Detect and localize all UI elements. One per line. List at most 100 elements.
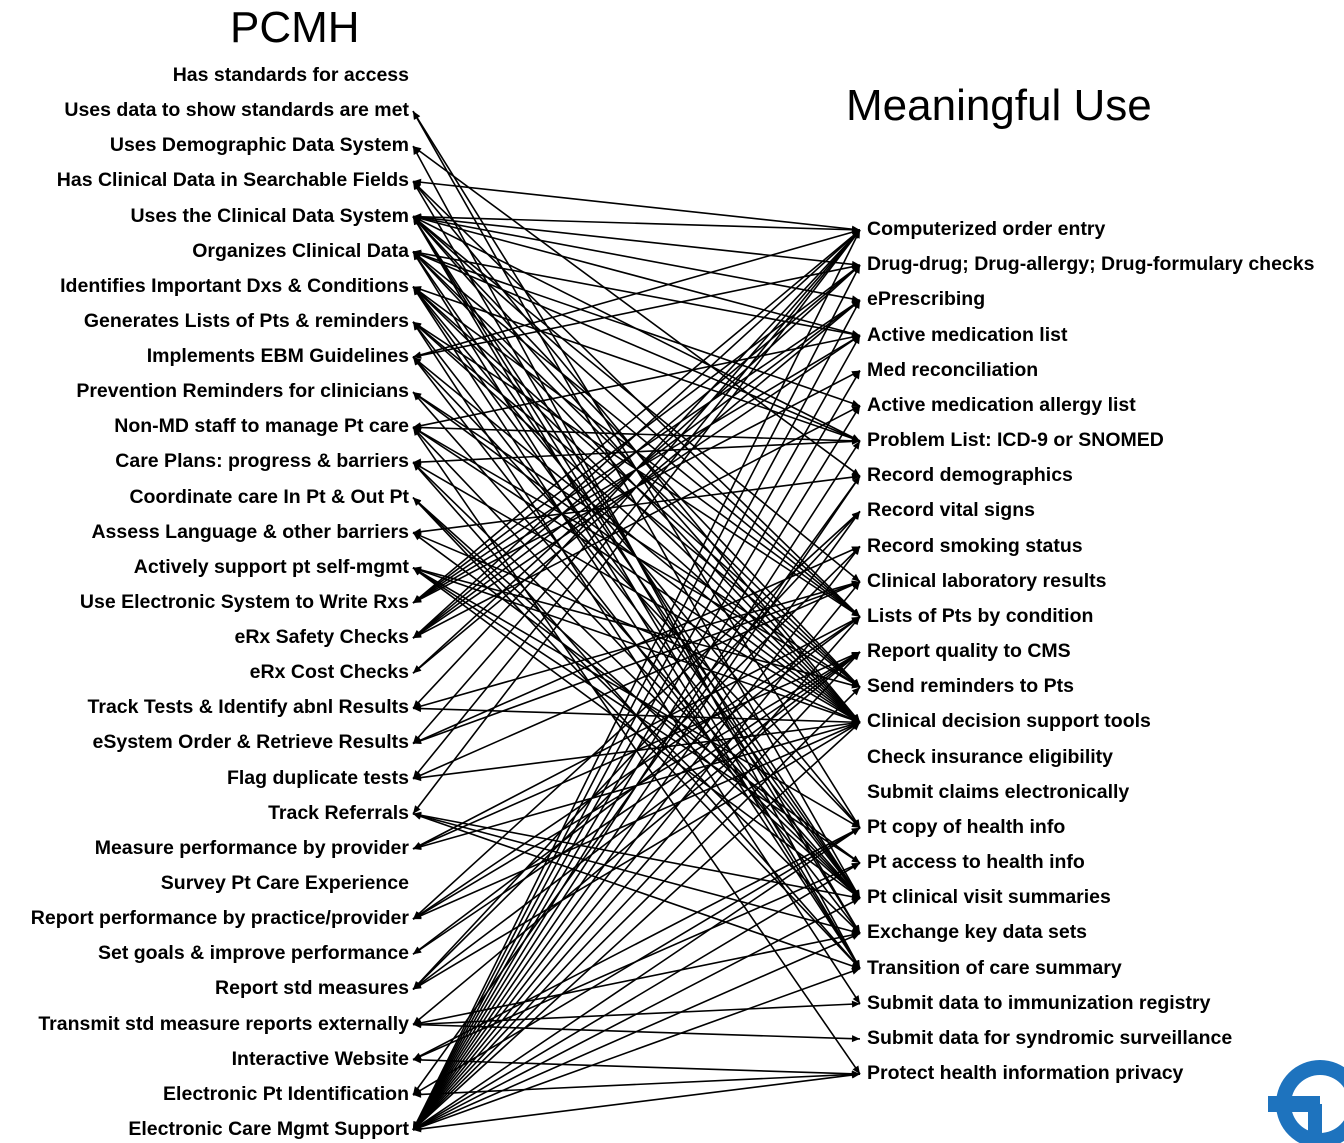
connection-line <box>412 264 861 358</box>
arrowhead <box>851 967 860 975</box>
arrowhead <box>853 265 860 274</box>
arrowhead <box>851 1071 860 1079</box>
connection-line <box>412 440 861 1131</box>
meaningful-use-item: Check insurance eligibility <box>867 745 1113 768</box>
arrowhead <box>852 1065 860 1075</box>
meaningful-use-item: Med reconciliation <box>867 358 1039 381</box>
meaningful-use-item: Clinical laboratory results <box>867 569 1107 592</box>
connection-line <box>412 215 861 231</box>
arrowhead <box>413 813 422 820</box>
pcmh-item: Report performance by practice/provider <box>30 907 409 930</box>
meaningful-use-item: Exchange key data sets <box>867 921 1088 944</box>
pcmh-item: Uses the Clinical Data System <box>130 204 409 227</box>
connection-line <box>412 967 861 1131</box>
arrowhead <box>413 146 420 155</box>
connection-line <box>412 180 861 231</box>
meaningful-use-item: Problem List: ICD-9 or SNOMED <box>867 429 1164 452</box>
arrowhead <box>413 532 422 541</box>
arrowhead <box>413 567 422 576</box>
connection-line <box>412 616 861 1131</box>
arrowhead <box>852 511 860 520</box>
arrowhead <box>851 933 860 940</box>
pcmh-item: Has standards for access <box>172 64 409 86</box>
organization-logo <box>1268 1060 1344 1143</box>
arrowhead <box>413 805 421 814</box>
arrowhead <box>851 399 860 407</box>
connection-line <box>412 546 861 1131</box>
pcmh-item: Coordinate care In Pt & Out Pt <box>129 485 409 508</box>
arrowhead <box>851 437 860 445</box>
pcmh-item: Care Plans: progress & barriers <box>115 450 409 473</box>
meaningful-use-item: Record smoking status <box>867 534 1083 557</box>
arrowhead <box>413 631 422 639</box>
arrowhead <box>851 925 860 934</box>
connection-line <box>412 391 861 688</box>
arrowhead <box>413 216 421 226</box>
pcmh-item: Prevention Reminders for clinicians <box>76 380 409 403</box>
arrowhead <box>851 609 860 617</box>
meaningful-use-item: Send reminders to Pts <box>867 675 1074 698</box>
pcmh-item: Transmit std measure reports externally <box>38 1012 409 1035</box>
arrowhead <box>413 1021 422 1029</box>
arrowhead <box>851 863 860 871</box>
meaningful-use-item: Transition of care summary <box>867 956 1122 979</box>
connection-line <box>412 827 861 1131</box>
connection-line <box>412 827 861 1096</box>
arrowhead <box>413 286 421 296</box>
arrowhead <box>853 230 860 239</box>
pcmh-item: Implements EBM Guidelines <box>146 345 409 368</box>
pcmh-item: Uses Demographic Data System <box>109 134 409 157</box>
arrowhead <box>851 681 860 689</box>
connection-line <box>412 215 861 266</box>
connection-line <box>412 229 861 780</box>
meaningful-use-item: Clinical decision support tools <box>867 710 1151 733</box>
arrowhead <box>851 855 860 864</box>
meaningful-use-item: Protect health information privacy <box>867 1062 1184 1085</box>
meaningful-use-item: Lists of Pts by condition <box>867 604 1094 627</box>
arrowhead <box>413 946 422 955</box>
connection-line <box>412 897 861 1131</box>
pcmh-item: Flag duplicate tests <box>226 766 409 789</box>
meaningful-use-item: Record vital signs <box>867 499 1035 522</box>
arrowhead <box>413 705 422 713</box>
arrowhead <box>851 295 860 303</box>
connection-line <box>412 405 861 1131</box>
connection-line <box>412 475 861 1131</box>
connection-line <box>412 335 861 1131</box>
arrowhead <box>851 962 860 970</box>
arrowhead <box>413 462 421 471</box>
pcmh-item: Has Clinical Data in Searchable Fields <box>56 169 409 192</box>
connection-line <box>412 321 861 899</box>
meaningful-use-item: Pt copy of health info <box>867 815 1066 838</box>
meaningful-use-item: Pt clinical visit summaries <box>867 886 1111 909</box>
meaningful-use-item: Pt access to health info <box>867 851 1085 874</box>
arrowhead <box>413 392 421 401</box>
arrowhead <box>852 441 860 450</box>
connection-line <box>412 229 861 1131</box>
arrowhead <box>413 427 421 436</box>
pcmh-item: Track Referrals <box>268 801 409 824</box>
meaningful-use-item: Drug-drug; Drug-allergy; Drug-formulary … <box>867 253 1315 276</box>
arrowhead <box>413 843 422 851</box>
arrowhead <box>851 1000 860 1008</box>
arrowhead <box>851 1035 860 1043</box>
pcmh-item: Electronic Care Mgmt Support <box>128 1117 409 1140</box>
right-column-title: Meaningful Use <box>846 81 1152 130</box>
arrowhead <box>851 687 860 696</box>
connection-line <box>412 827 861 1061</box>
connection-line <box>412 1073 861 1131</box>
arrowhead <box>852 546 860 556</box>
meaningful-use-item: Active medication allergy list <box>867 393 1136 416</box>
arrowhead <box>413 111 420 120</box>
pcmh-item: Report std measures <box>215 977 409 1000</box>
pcmh-item: eSystem Order & Retrieve Results <box>92 731 409 754</box>
arrowhead <box>413 1125 422 1133</box>
arrowhead <box>851 573 860 582</box>
connection-line <box>412 229 861 639</box>
connection-line <box>412 229 861 604</box>
arrowhead <box>853 300 860 310</box>
arrowhead <box>413 1056 422 1064</box>
arrowhead <box>413 982 422 990</box>
connection-line <box>412 229 861 815</box>
